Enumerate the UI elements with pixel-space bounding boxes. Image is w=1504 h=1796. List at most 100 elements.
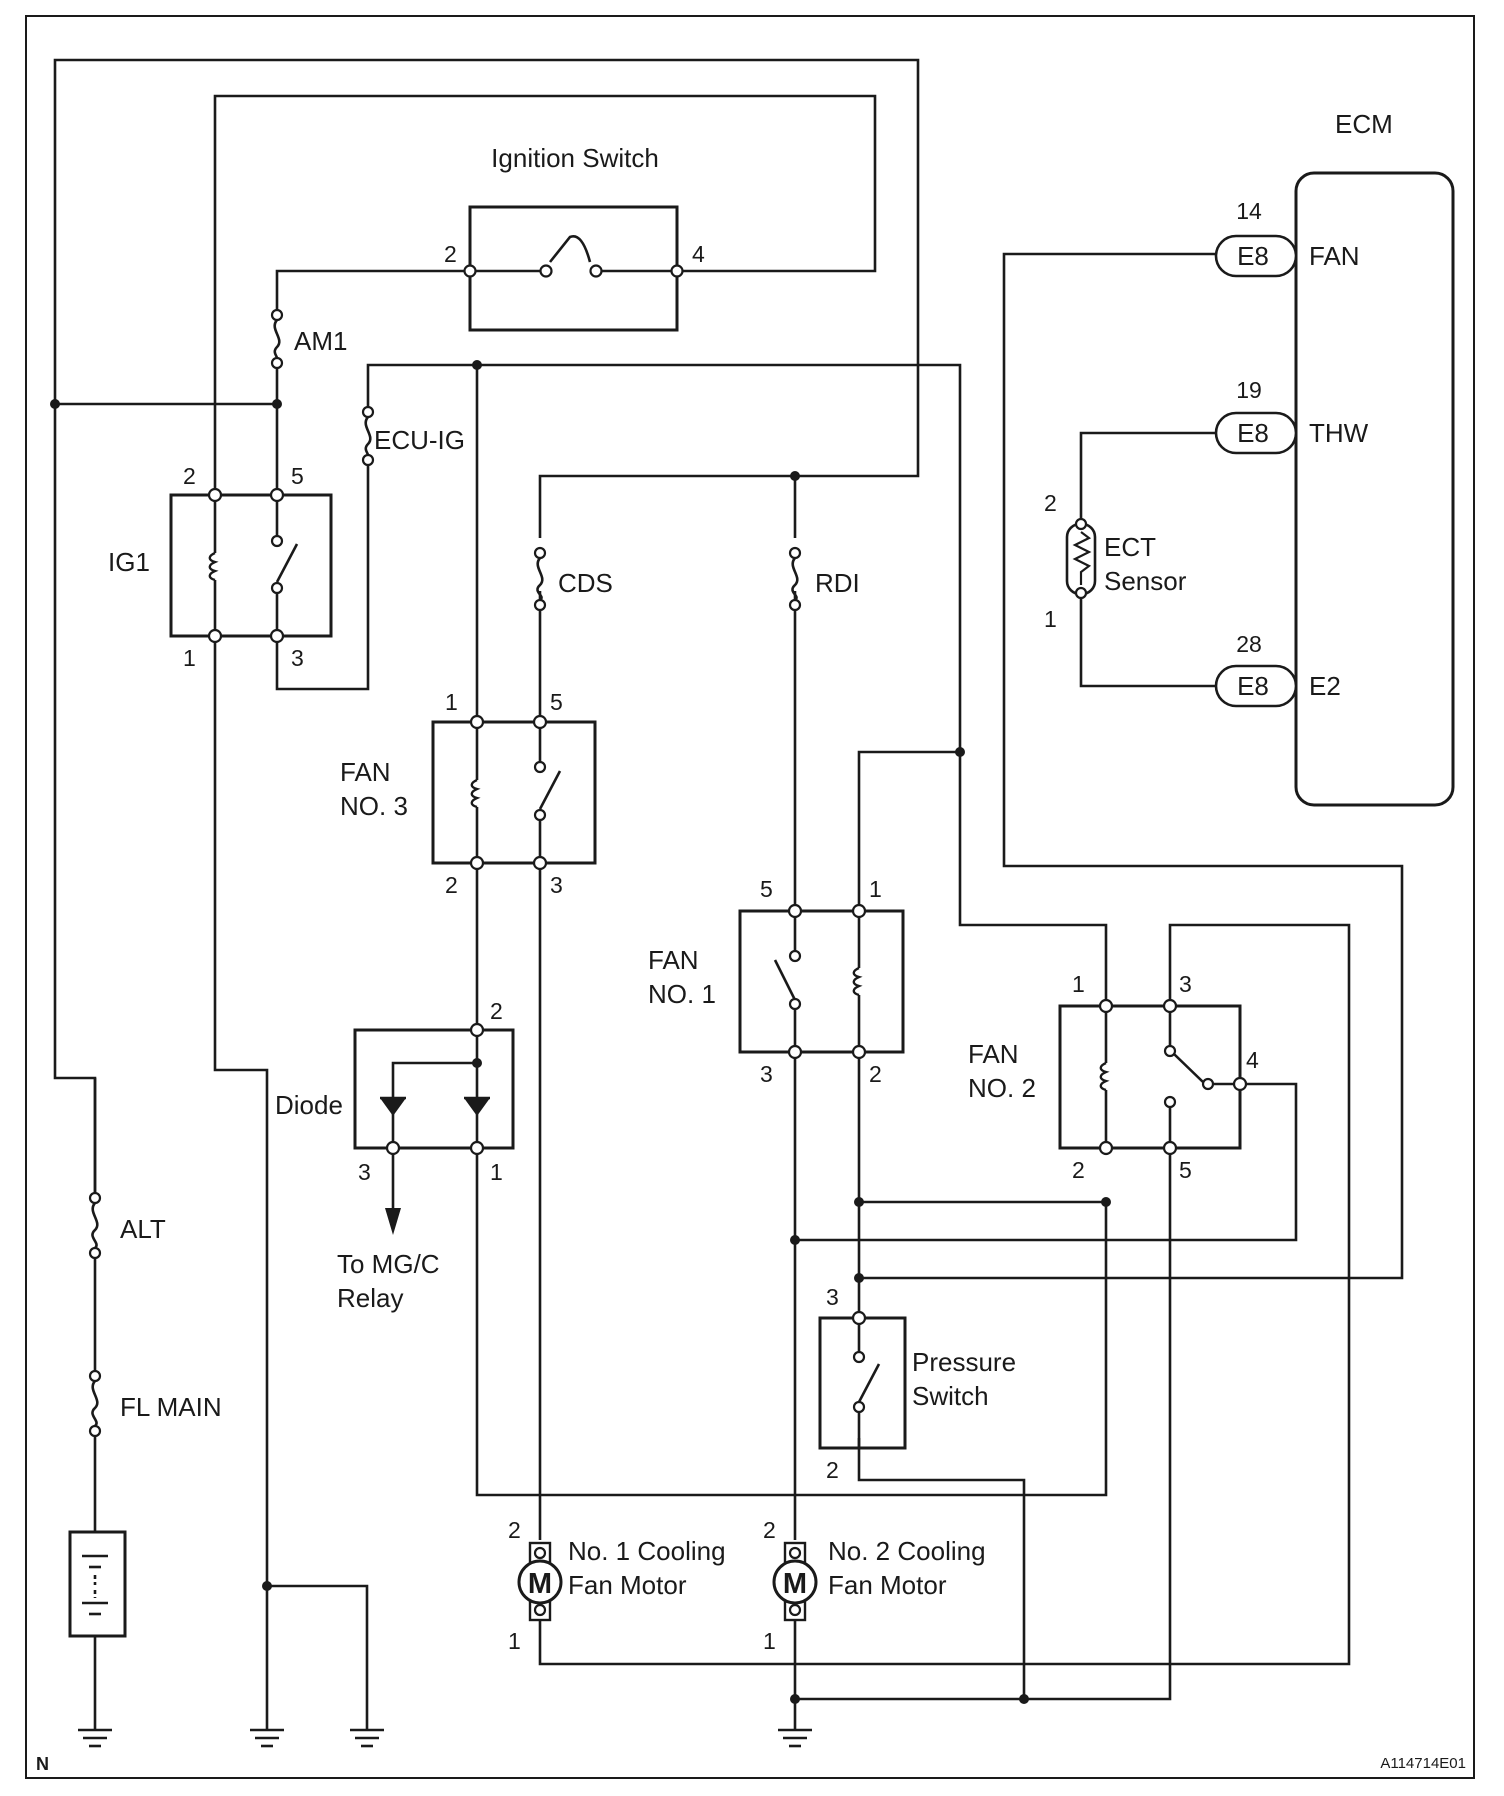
pin-label: 4 (692, 241, 705, 267)
junction-dot (262, 1581, 272, 1591)
switch-contact-icon (538, 770, 562, 810)
wire-diode-1-down (475, 1148, 1108, 1497)
junction-dot (790, 1235, 800, 1245)
pin-label: 3 (358, 1159, 371, 1185)
pin-label: 2 (763, 1517, 776, 1543)
fl-main-label: FL MAIN (120, 1392, 222, 1422)
wire-ig1-coil-loop (213, 94, 877, 492)
diode-unit: Diode 2 3 1 To MG/C Relay (275, 998, 515, 1313)
ecm-connector-label: E8 (1237, 418, 1269, 448)
pressure-switch-label-line1: Pressure (912, 1347, 1016, 1377)
fan-no2-label-line1: FAN (968, 1039, 1019, 1069)
pin-label: 5 (291, 463, 304, 489)
motor-icon (517, 1559, 563, 1605)
motor2-label-line2: Fan Motor (828, 1570, 947, 1600)
motor-symbol: M (528, 1568, 552, 1600)
ecm-pin-e2: E8 28 E2 (1214, 631, 1341, 708)
no2-cooling-fan-motor: M 2 1 No. 2 Cooling Fan Motor (763, 1517, 986, 1654)
fuse-ecu-ig: ECU-IG (361, 405, 465, 467)
relay-coil-icon (1099, 1061, 1110, 1092)
diagram-frame (25, 15, 1475, 1779)
pin-label: 3 (760, 1061, 773, 1087)
switch-contact-icon (857, 1363, 881, 1403)
fuse-alt: ALT (88, 1191, 166, 1260)
rdi-label: RDI (815, 568, 860, 598)
junction-dot (1019, 1694, 1029, 1704)
fan-no3-relay: FAN NO. 3 1 5 2 3 (340, 689, 597, 898)
diode-icon (464, 1098, 490, 1116)
pin-label: 2 (869, 1061, 882, 1087)
pin-label: 2 (490, 998, 503, 1024)
ignition-switch-label: Ignition Switch (491, 143, 659, 173)
wire-ect-thw (1079, 431, 1216, 522)
ect-sensor: 2 1 ECT Sensor (1044, 490, 1187, 632)
alt-label: ALT (120, 1214, 166, 1244)
junction-dot (472, 360, 482, 370)
battery (68, 1530, 127, 1638)
junction-dot (854, 1273, 864, 1283)
pin-label: 1 (1044, 606, 1057, 632)
fan-no2-label-line2: NO. 2 (968, 1073, 1036, 1103)
pressure-switch-label-line2: Switch (912, 1381, 989, 1411)
wire-ecuig-top (366, 363, 962, 747)
wire-ign-2-am1 (275, 269, 470, 310)
fuse-cds: CDS (533, 546, 613, 612)
fan-no1-relay: FAN NO. 1 5 1 3 2 (648, 876, 905, 1087)
motor1-label-line1: No. 1 Cooling (568, 1536, 726, 1566)
ground-icon (78, 1728, 112, 1748)
wire-f2-3-top (538, 923, 1351, 1666)
ecm-pin-number: 28 (1236, 631, 1262, 657)
pin-label: 1 (183, 645, 196, 671)
pin-label: 2 (508, 1517, 521, 1543)
ground-icon (250, 1728, 284, 1748)
junction-dot (790, 1694, 800, 1704)
wire-f1-1-top (857, 750, 960, 908)
wire-f2-4-loop (795, 1082, 1298, 1242)
pin-label: 1 (1072, 971, 1085, 997)
to-mgc-label-line1: To MG/C (337, 1249, 440, 1279)
ignition-switch: Ignition Switch 2 4 (444, 143, 705, 332)
ig1-label: IG1 (108, 547, 150, 577)
motor1-label-line2: Fan Motor (568, 1570, 687, 1600)
fan-no3-label-line2: NO. 3 (340, 791, 408, 821)
pressure-switch: 3 2 Pressure Switch (818, 1284, 1016, 1483)
ecm-signal-label: THW (1309, 418, 1369, 448)
diode-label: Diode (275, 1090, 343, 1120)
ecm-connector-label: E8 (1237, 241, 1269, 271)
ecm-pin-number: 19 (1236, 377, 1262, 403)
ground-icon (350, 1728, 384, 1748)
pin-label: 2 (183, 463, 196, 489)
wire-f2-1-feed (958, 747, 1108, 1004)
ecm-pin-fan: E8 14 FAN (1214, 198, 1360, 278)
pin-label: 1 (490, 1159, 503, 1185)
to-mgc-label-line2: Relay (337, 1283, 403, 1313)
switch-contact-icon (275, 543, 299, 583)
thermistor-icon (1072, 531, 1092, 585)
junction-dot (50, 399, 60, 409)
wire-ecm-fan-loop (859, 252, 1404, 1280)
ignition-key-icon (548, 235, 592, 263)
ecm-signal-label: FAN (1309, 241, 1360, 271)
pin-label: 2 (1044, 490, 1057, 516)
pin-label: 3 (826, 1284, 839, 1310)
pin-label: 2 (1072, 1157, 1085, 1183)
relay-coil-icon (852, 966, 863, 997)
wire-ig1-3-ecuig (275, 458, 370, 691)
junction-dot (272, 399, 282, 409)
fuse-am1: AM1 (270, 308, 347, 370)
pin-label: 5 (1179, 1157, 1192, 1183)
wire-f2-5-ground (795, 1146, 1172, 1701)
wire-ig1-1-ground (213, 634, 269, 1730)
diode-icon (380, 1098, 406, 1116)
pin-label: 3 (291, 645, 304, 671)
ecm-connector-label: E8 (1237, 671, 1269, 701)
wire-main-outer (53, 58, 920, 1193)
ecm-label: ECM (1335, 109, 1393, 139)
motor2-label-line1: No. 2 Cooling (828, 1536, 986, 1566)
ect-label-line2: Sensor (1104, 566, 1187, 596)
pin-label: 4 (1246, 1047, 1259, 1073)
fan-no3-label-line1: FAN (340, 757, 391, 787)
pin-label: 5 (550, 689, 563, 715)
ecu-ig-label: ECU-IG (374, 425, 465, 455)
